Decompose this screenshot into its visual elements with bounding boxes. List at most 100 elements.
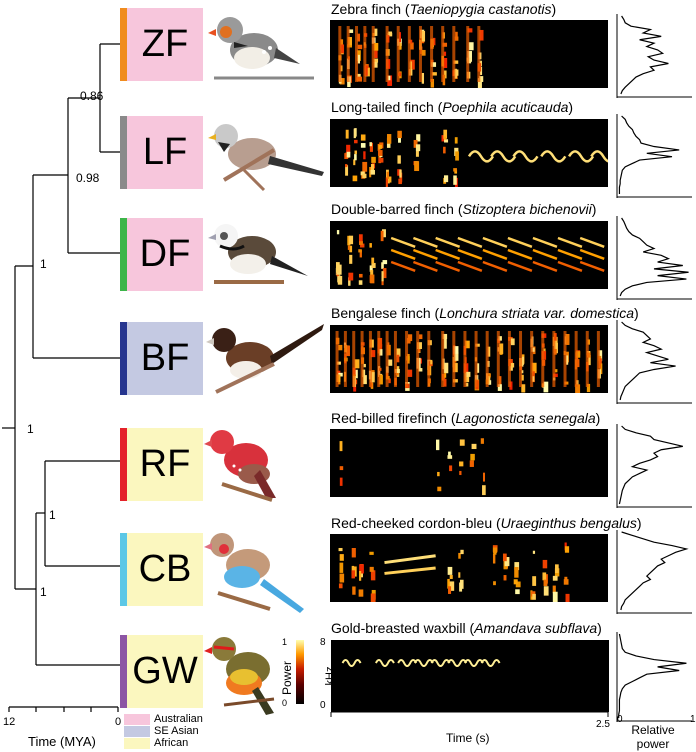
spectrogram-note [349,235,354,245]
relative-power-plot [616,424,692,508]
spectrogram-note [510,362,515,368]
common-name: Long-tailed finch [331,99,434,115]
spectrogram-note [360,571,363,578]
spectrogram-note [348,29,354,33]
support-value: 1 [49,508,56,522]
spectrogram-note [454,68,457,79]
spectrogram-note [360,143,366,148]
common-name: Bengalese finch [331,305,431,321]
legend-swatch [124,737,150,749]
support-value: 1 [27,422,34,436]
spectrogram-note [488,373,491,378]
legend-swatch [124,725,150,737]
spectrogram-note [431,72,437,76]
spectrogram-note [452,379,458,383]
clade-color-bar [120,8,127,81]
spectrogram-note [466,26,470,82]
spectrogram-note [464,373,470,383]
spectrogram-note [427,331,431,387]
clade-color-bar [120,428,127,501]
spectrogram-note [552,575,558,581]
time-axis-label: Time (MYA) [28,734,96,749]
spectrogram-note [413,139,418,148]
spectrogram-note [339,573,345,583]
spectrogram-note [416,331,420,387]
spectrogram-note [453,168,457,172]
spectrogram-note [455,151,459,161]
spectrogram-note [479,29,484,41]
spectrogram-note [448,451,451,456]
spectrogram-note [454,169,458,174]
spectrogram [330,20,608,88]
spectrogram-note [452,331,456,387]
spectrogram-note [357,54,360,64]
spectrogram-note [370,169,375,175]
spectrogram-note [360,171,365,176]
spectrogram-note [358,589,364,597]
spectrogram-note [382,268,387,279]
species-code: CB [138,548,192,590]
spectrogram-note [532,576,537,586]
spectrogram-note [503,575,507,581]
spectrogram-note [510,338,515,346]
spectrogram-note [354,150,357,155]
spectrogram-note [385,177,388,187]
power-tick: 0 [617,714,623,725]
spectrogram-note [502,553,507,562]
spectrogram-note [453,60,459,64]
spectrogram-note [378,349,383,356]
spectrogram-note [443,378,447,387]
spectrogram-note [410,42,414,50]
spectrogram-note [555,564,559,574]
spectrogram-note [443,362,449,374]
spectrogram-note [532,236,558,249]
spectrogram-note [387,75,391,81]
spectrogram-note [447,659,468,668]
spectrogram-note [443,70,447,79]
spectrogram-note [542,559,548,569]
spectrogram-note [339,562,344,573]
spectrogram-note [519,331,523,387]
spectrogram-note [369,566,374,572]
spectrogram-note [442,57,448,68]
spectrogram-note [346,26,350,82]
power-tick: 1 [690,714,696,725]
spectrogram-note [418,26,422,82]
spectrogram-note [465,382,469,387]
spectrogram-note [458,572,461,578]
spectrogram-note [454,359,457,363]
spectrogram-note [482,472,486,482]
spectrogram-note [541,331,545,387]
spectrogram-note [368,331,372,387]
spectrogram-note [384,566,436,575]
spectrogram-note [338,583,343,589]
spectrogram-note [460,549,464,555]
support-value: 1 [40,257,47,271]
spectrogram-note [378,150,383,156]
spectrogram-note [515,589,520,595]
bird-illustration [208,224,308,284]
spectrogram-note [338,547,343,552]
spectrogram-note [430,26,434,82]
spectrogram-note [371,257,375,264]
spectrogram-note [552,585,556,594]
spectrogram-note [399,43,402,49]
species-title: Red-cheeked cordon-bleu (Uraeginthus ben… [331,515,642,531]
spectrogram-note [457,236,483,249]
time-label: Time (s) [446,731,490,745]
spectrogram-note [532,260,558,273]
spectrogram-note [396,348,401,357]
spectrogram-note [521,384,526,393]
spectrogram-note [363,26,367,82]
spectrogram-note [431,62,437,67]
spectrogram-note [398,32,402,43]
spectrogram-note [512,150,539,163]
spectrogram-note [482,485,486,496]
spectrogram-note [443,338,447,349]
spectrogram-note [339,78,345,85]
spectrogram-note [531,362,537,374]
spectrogram-note [497,384,502,391]
spectrogram-note [579,248,605,261]
spectrogram-note [452,363,458,373]
spectrogram-note [430,359,433,365]
